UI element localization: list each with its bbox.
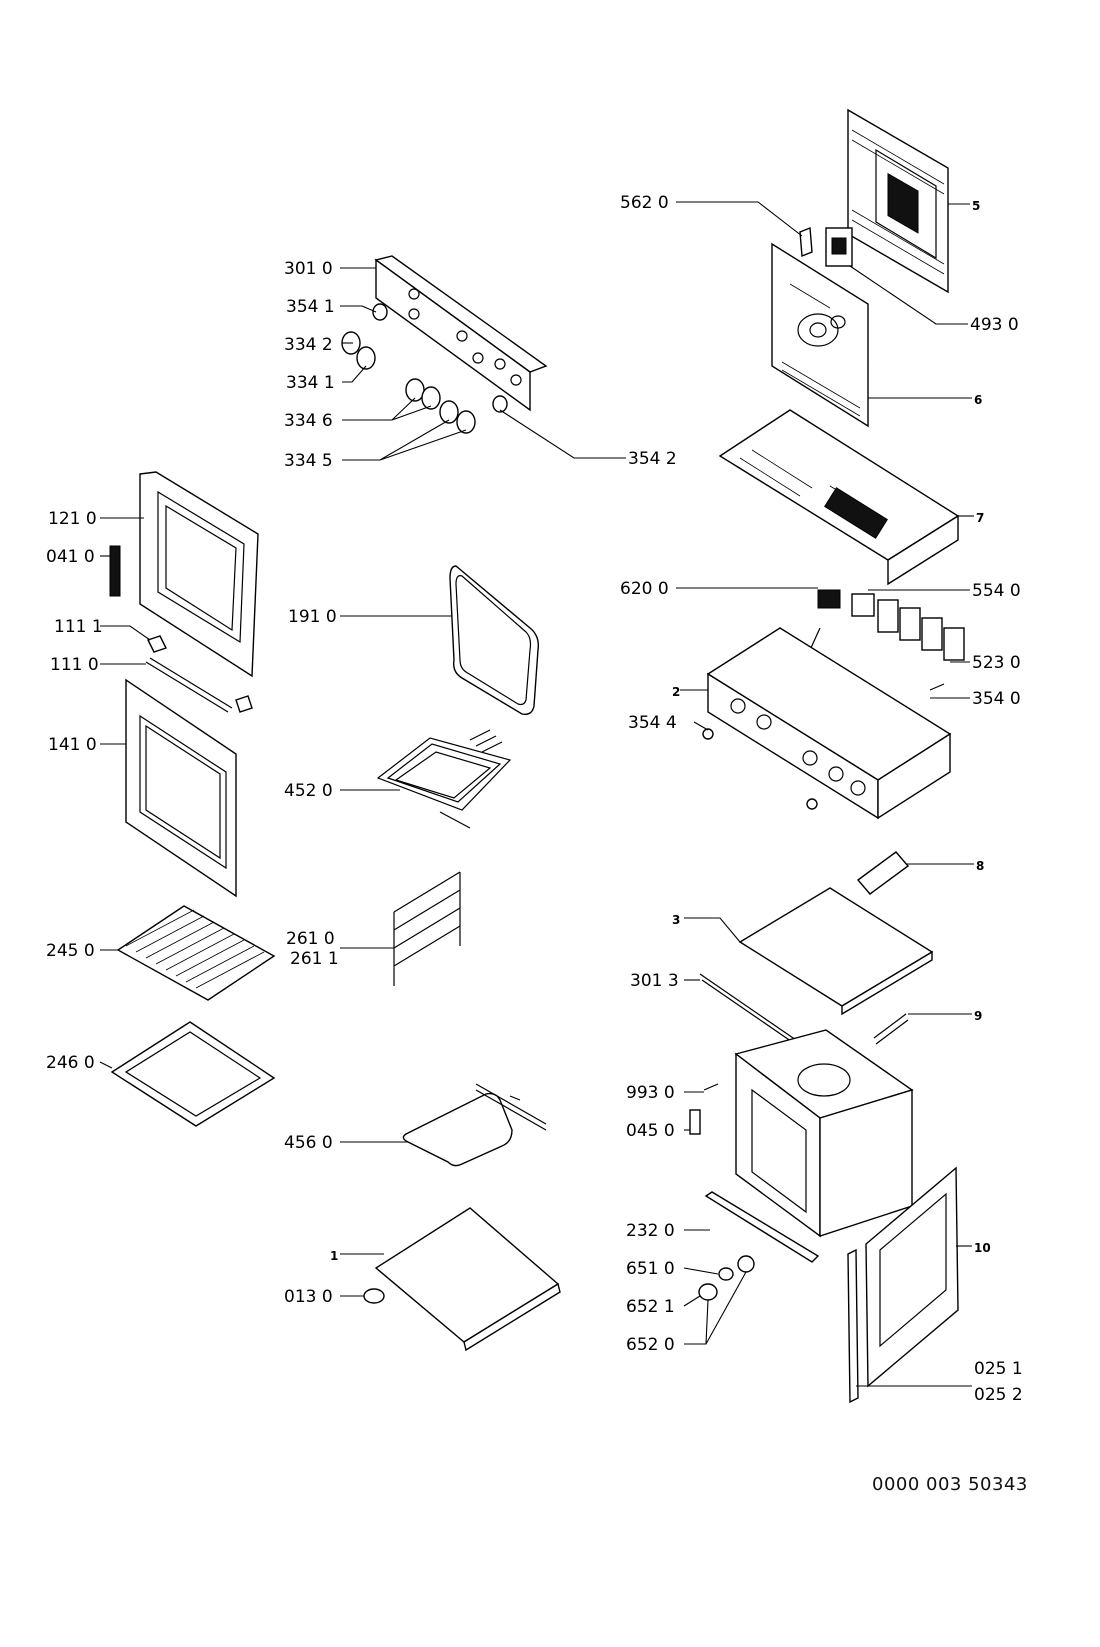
label-993-0: 993 0 — [626, 1083, 675, 1103]
part-rails — [699, 973, 909, 1047]
label-1: 1 — [330, 1249, 338, 1263]
part-screw-and-latch — [689, 1083, 719, 1135]
label-191-0: 191 0 — [288, 607, 337, 627]
part-middle-plate — [738, 887, 934, 1016]
label-8: 8 — [976, 859, 984, 873]
document-id: 0000 003 50343 — [872, 1474, 1028, 1495]
label-261-0: 261 0 — [286, 929, 335, 949]
part-inner-door — [139, 471, 259, 678]
label-651-0: 651 0 — [626, 1259, 675, 1279]
label-045-0: 045 0 — [626, 1121, 675, 1141]
part-lamp-and-caps — [698, 1255, 755, 1301]
label-025-1: 025 1 — [974, 1359, 1023, 1379]
part-back-panel — [847, 108, 949, 294]
part-fan-panel — [771, 242, 869, 428]
part-control-housing — [702, 627, 952, 820]
label-452-0: 452 0 — [284, 781, 333, 801]
label-261-1: 261 1 — [290, 949, 339, 969]
label-6: 6 — [974, 393, 982, 407]
label-354-4: 354 4 — [628, 713, 677, 733]
label-620-0: 620 0 — [620, 579, 669, 599]
label-334-2: 334 2 — [284, 335, 333, 355]
label-554-0: 554 0 — [972, 581, 1021, 601]
part-bottom-plate — [363, 1207, 561, 1352]
part-labels: 562 0 5 301 0 354 1 334 2 334 1 493 0 33… — [46, 193, 1023, 1405]
part-side-rack — [393, 871, 461, 986]
part-grill-rack — [116, 905, 276, 1001]
part-knobs — [341, 303, 508, 434]
part-hinge — [109, 545, 121, 597]
label-334-5: 334 5 — [284, 451, 333, 471]
label-9: 9 — [974, 1009, 982, 1023]
part-side-strip — [847, 1248, 859, 1404]
label-652-1: 652 1 — [626, 1297, 675, 1317]
label-041-0: 041 0 — [46, 547, 95, 567]
part-oven-cavity — [734, 1029, 914, 1238]
label-246-0: 246 0 — [46, 1053, 95, 1073]
label-301-0: 301 0 — [284, 259, 333, 279]
label-334-1: 334 1 — [286, 373, 335, 393]
part-door-gasket — [449, 565, 540, 716]
label-141-0: 141 0 — [48, 735, 97, 755]
label-354-0: 354 0 — [972, 689, 1021, 709]
part-grill-pan — [402, 1083, 547, 1167]
part-control-panel — [374, 255, 548, 412]
label-354-2: 354 2 — [628, 449, 677, 469]
part-bracket — [856, 851, 910, 895]
label-10: 10 — [974, 1241, 991, 1255]
label-111-1: 111 1 — [54, 617, 103, 637]
part-front-frame — [865, 1166, 959, 1388]
label-025-2: 025 2 — [974, 1385, 1023, 1405]
leader-lines — [99, 201, 974, 1387]
label-5: 5 — [972, 199, 980, 213]
part-heating-element — [376, 729, 512, 829]
part-door-handle — [145, 635, 253, 713]
label-3: 3 — [672, 913, 680, 927]
part-fan-motor — [825, 227, 853, 267]
label-232-0: 232 0 — [626, 1221, 675, 1241]
label-121-0: 121 0 — [48, 509, 97, 529]
label-354-1: 354 1 — [286, 297, 335, 317]
label-7: 7 — [976, 511, 984, 525]
part-bottom-rail — [704, 1191, 820, 1263]
label-493-0: 493 0 — [970, 315, 1019, 335]
label-245-0: 245 0 — [46, 941, 95, 961]
part-switches — [809, 589, 965, 691]
label-562-0: 562 0 — [620, 193, 669, 213]
label-334-6: 334 6 — [284, 411, 333, 431]
label-523-0: 523 0 — [972, 653, 1021, 673]
label-301-3: 301 3 — [630, 971, 679, 991]
label-2: 2 — [672, 685, 680, 699]
label-013-0: 013 0 — [284, 1287, 333, 1307]
label-652-0: 652 0 — [626, 1335, 675, 1355]
part-clip — [799, 226, 813, 258]
label-456-0: 456 0 — [284, 1133, 333, 1153]
part-baking-tray — [110, 1021, 276, 1127]
label-111-0: 111 0 — [50, 655, 99, 675]
part-top-plate — [718, 409, 960, 586]
part-outer-door — [125, 678, 237, 898]
